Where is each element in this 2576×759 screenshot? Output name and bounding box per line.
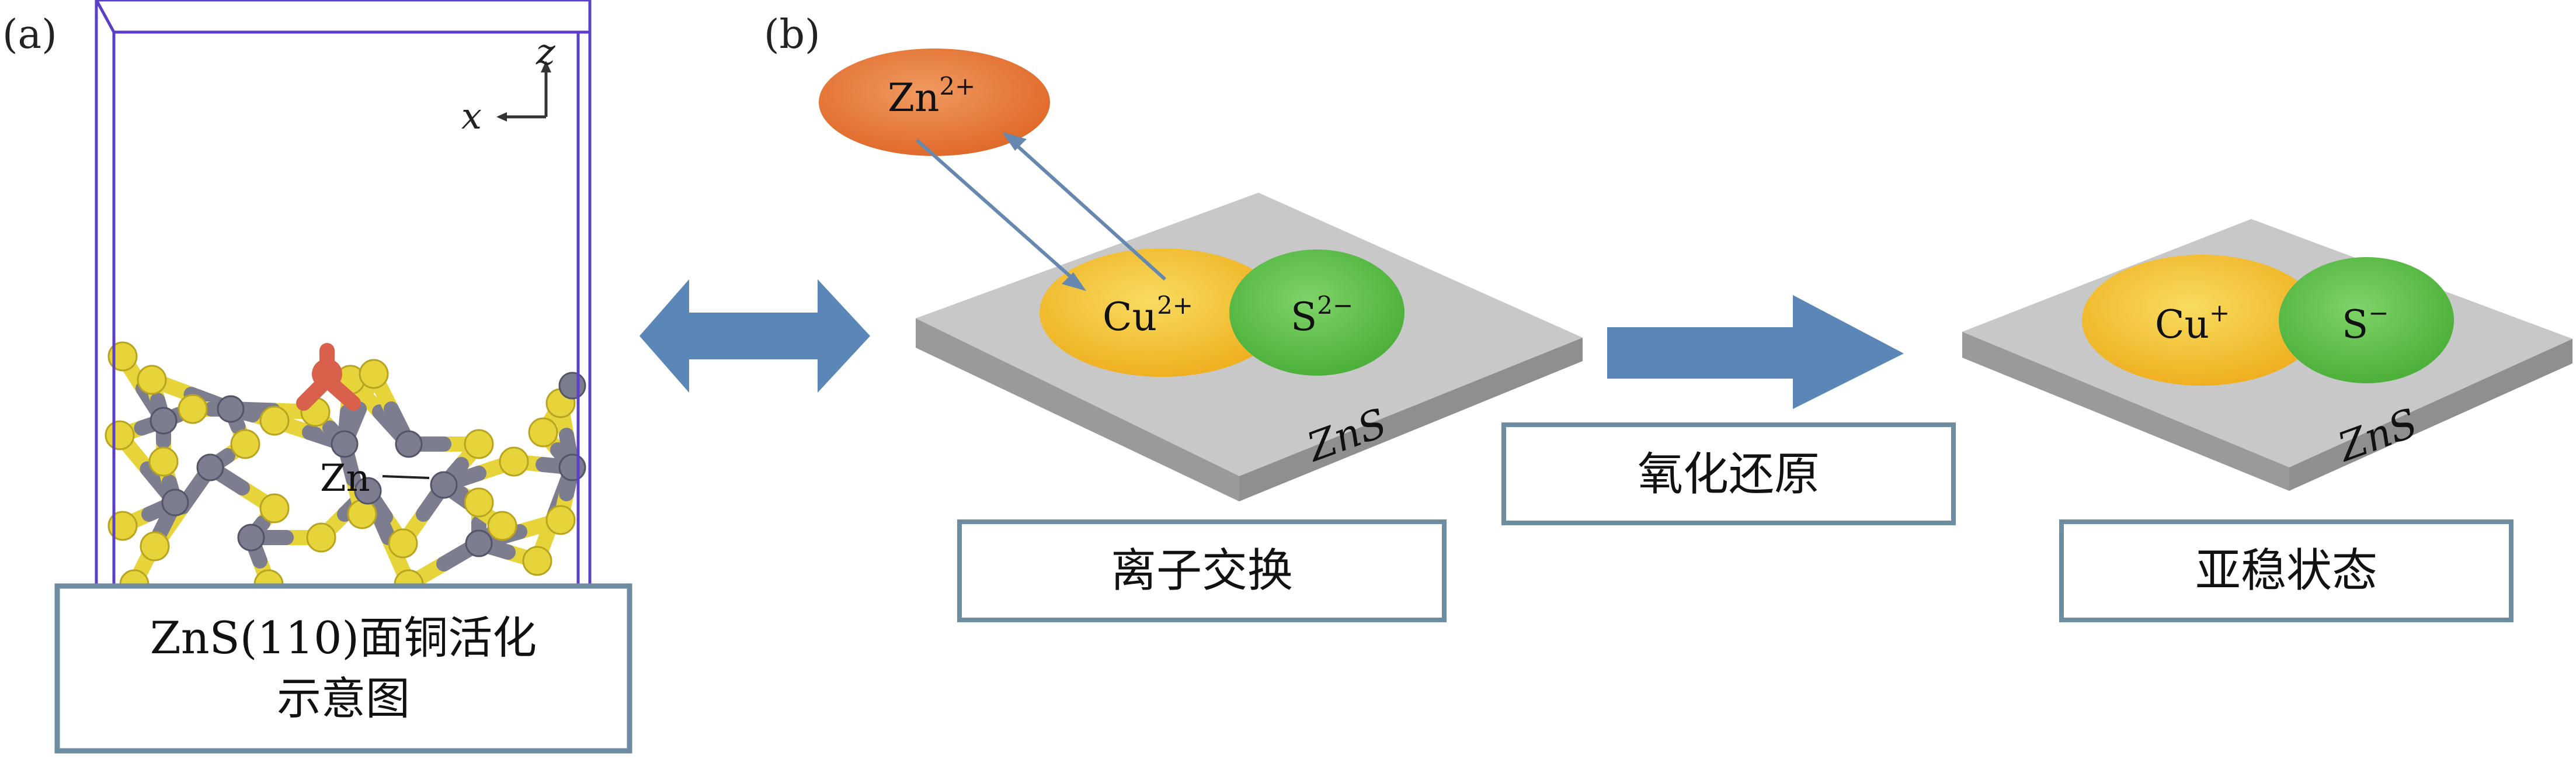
sulfur-atom — [528, 417, 558, 448]
step1-caption-box — [957, 519, 1447, 622]
cu2-ion-label: Cu2+ — [1103, 291, 1193, 339]
sulfur-atom — [178, 394, 208, 424]
sulfur-atom — [306, 522, 336, 553]
cu2-ion — [1040, 248, 1285, 377]
zn-atom-label: Zn — [320, 457, 370, 500]
s-minus-ion-label: S− — [2342, 299, 2389, 347]
sulfur-atom — [545, 505, 576, 535]
redox-arrow — [1607, 295, 1904, 409]
axis-x-label: x — [461, 95, 482, 137]
s-minus-ion — [2279, 257, 2454, 383]
sulfur-atom — [464, 429, 494, 459]
sulfur-atom — [230, 429, 260, 459]
cu-plus-ion-label: Cu+ — [2155, 299, 2230, 347]
s2-ion-label: S2− — [1291, 291, 1353, 339]
sulfur-atom — [388, 528, 418, 559]
unit-cell-box — [95, 0, 592, 590]
zinc-atom — [558, 453, 586, 481]
panel-a-caption-line1: ZnS(110)面铜活化 — [150, 612, 537, 664]
sulfur-atom — [107, 511, 138, 541]
panel-a-label: (a) — [2, 12, 57, 58]
sulfur-atom — [464, 487, 494, 518]
sulfur-atom — [359, 359, 389, 389]
zn2-ion-label: Zn2+ — [888, 72, 975, 120]
sulfur-atom — [107, 341, 138, 372]
panel-a-caption-line2: 示意图 — [277, 673, 410, 725]
zinc-atom — [237, 524, 265, 552]
sulfur-atom — [105, 420, 135, 450]
sulfur-atom — [347, 499, 377, 529]
final-caption: 亚稳状态 — [2195, 545, 2377, 597]
sulfur-atom — [259, 406, 290, 436]
zinc-atom — [150, 407, 178, 435]
zinc-atom — [217, 395, 245, 423]
zinc-atom — [331, 430, 359, 458]
panel-b-label: (b) — [764, 12, 821, 58]
step1-caption: 离子交换 — [1111, 545, 1293, 597]
sulfur-atom — [499, 446, 529, 477]
sulfur-atom — [522, 546, 552, 576]
s2-ion — [1229, 249, 1405, 376]
zn-leader-line — [382, 475, 430, 479]
axis-z-label: z — [536, 30, 555, 73]
panel-b: (b) ZnS Cu2+ S2− Zn2+ 离子交换 氧化还原 — [764, 12, 2572, 622]
step2-caption-box — [1501, 422, 1956, 525]
zinc-atom — [465, 529, 493, 557]
copper-atom — [312, 359, 342, 389]
zinc-atom — [430, 471, 458, 499]
zinc-atom — [395, 430, 423, 458]
sulfur-atom — [148, 446, 179, 477]
zinc-atom — [161, 488, 189, 517]
sulfur-atom — [137, 365, 167, 395]
panel-a: (a) z x Zn ZnS(110)面铜活化 示意图 — [2, 0, 632, 754]
cu-plus-ion — [2082, 255, 2321, 386]
sulfur-atom — [487, 511, 517, 541]
step2-caption: 氧化还原 — [1638, 448, 1820, 501]
axis-indicator — [496, 61, 551, 122]
sulfur-atom — [140, 531, 170, 562]
sulfur-atom — [259, 493, 290, 524]
zn2-ion — [819, 48, 1050, 156]
zinc-atom — [196, 453, 224, 481]
zinc-atom — [558, 372, 586, 400]
double-arrow — [639, 279, 870, 393]
ion-exchange-arrows — [916, 132, 1167, 291]
zinc-atom — [354, 477, 382, 505]
panel-a-caption-box — [54, 583, 632, 754]
final-caption-box — [2059, 519, 2514, 622]
